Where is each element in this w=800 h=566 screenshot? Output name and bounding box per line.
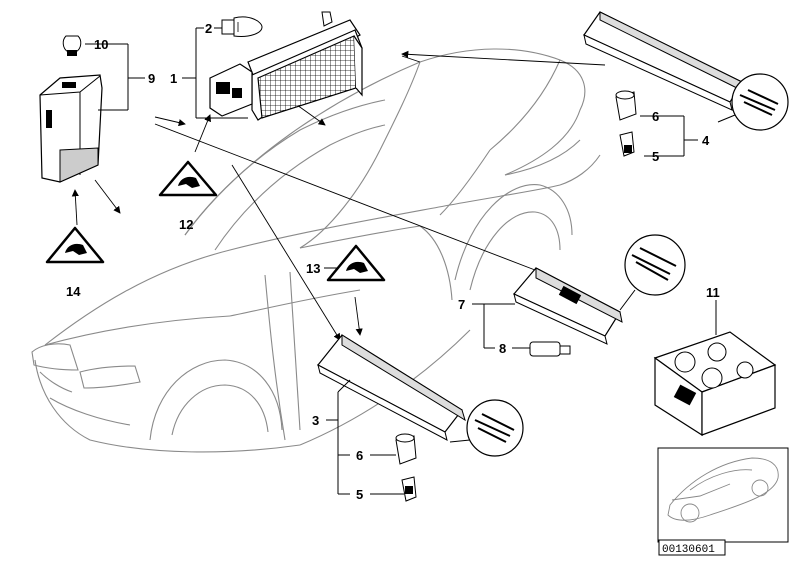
callout-6-top: 6	[652, 109, 659, 124]
part-10-bulb	[62, 35, 82, 56]
callout-6-bottom: 6	[356, 448, 363, 463]
callout-10: 10	[94, 37, 108, 52]
callout-1: 1	[170, 71, 177, 86]
callout-5-bottom: 5	[356, 487, 363, 502]
callout-12: 12	[179, 217, 193, 232]
callout-13: 13	[306, 261, 320, 276]
callout-labels: 10 9 1 2 12 14 13 6 5 4 7 8 11 3 6 5	[66, 21, 720, 502]
part-1-interior-light	[209, 11, 363, 121]
part-6-socket-top	[615, 90, 637, 121]
part-11-bulb-kit	[653, 331, 777, 437]
detail-circle-top	[717, 73, 789, 131]
callout-11: 11	[706, 285, 720, 300]
callout-9: 9	[148, 71, 155, 86]
warning-triangle-12	[158, 160, 218, 197]
callout-14: 14	[66, 284, 81, 299]
car-outline	[31, 48, 601, 453]
part-9-reading-light	[39, 74, 103, 183]
callout-8: 8	[499, 341, 506, 356]
callout-7: 7	[458, 297, 465, 312]
detail-circle-mid	[619, 234, 686, 311]
callout-brackets	[85, 27, 717, 495]
part-2-bulb	[221, 16, 263, 37]
callout-3: 3	[312, 413, 319, 428]
inset-thumbnail: 00130601	[657, 447, 789, 556]
warning-triangle-13	[326, 244, 386, 282]
part-8-bulb	[529, 341, 571, 357]
callout-2: 2	[205, 21, 212, 36]
detail-circle-bottom	[449, 399, 524, 457]
reference-number: 00130601	[662, 544, 715, 556]
part-4-trunk-light	[583, 11, 746, 111]
callout-4: 4	[702, 133, 710, 148]
part-6-socket-bottom	[395, 433, 417, 465]
part-7-footwell-light	[513, 267, 623, 345]
warning-triangle-14	[45, 226, 105, 264]
part-5-bulb-bottom	[401, 476, 417, 502]
part-3-door-light	[317, 334, 466, 441]
part-5-bulb-top	[619, 131, 635, 157]
callout-5-top: 5	[652, 149, 659, 164]
